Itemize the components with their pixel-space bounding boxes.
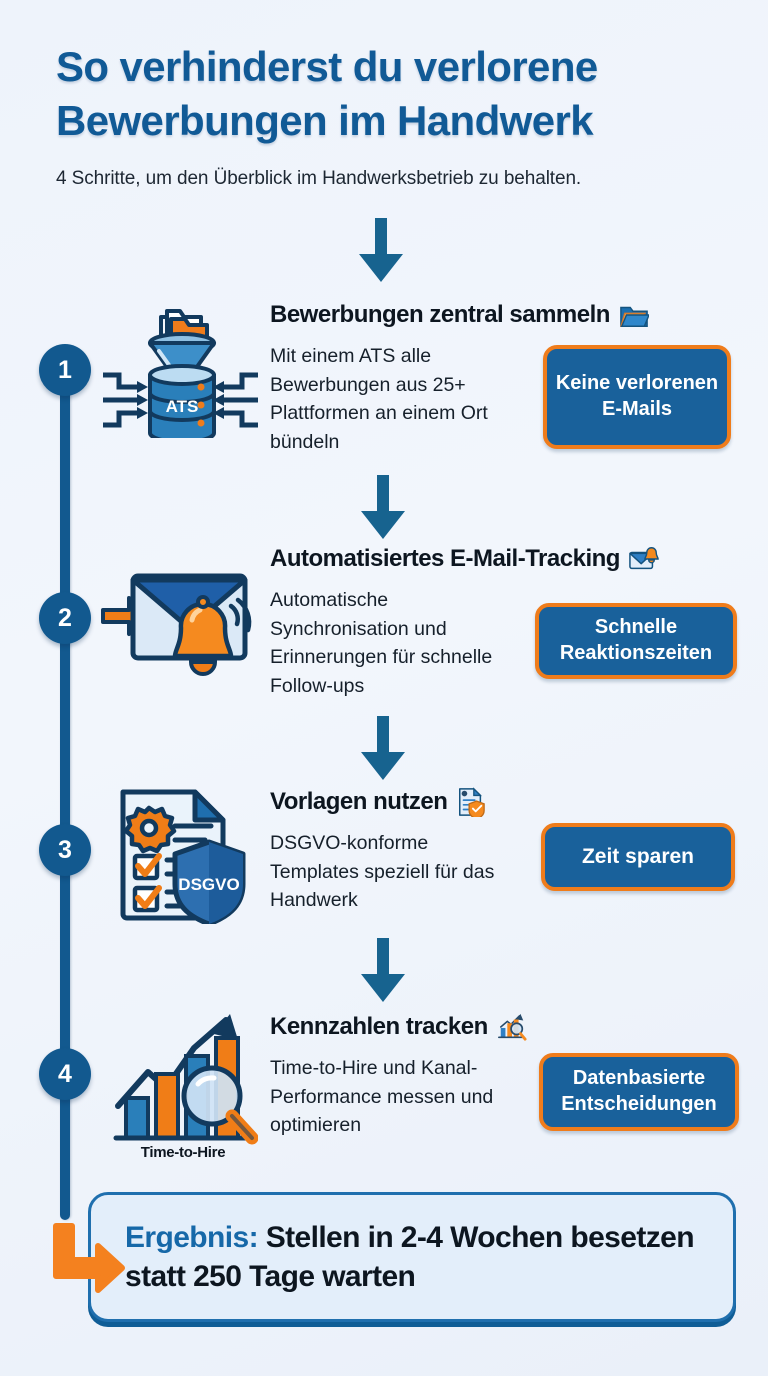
flow-arrow-1-2 (355, 475, 411, 541)
envelope-with-bell-icon (95, 566, 270, 681)
chart-magnifier-icon (497, 1012, 527, 1042)
open-folder-icon (619, 300, 649, 330)
step-1-body: Bewerbungen zentral sammeln Mit einem AT… (270, 300, 768, 457)
step-number-2: 2 (39, 592, 91, 644)
flow-arrow-2-3 (355, 716, 411, 782)
timeline-rail (60, 382, 70, 1220)
step-4-badge: Datenbasierte Entscheidungen (539, 1053, 739, 1131)
step-2-heading: Automatisiertes E-Mail-Tracking (270, 545, 620, 572)
checklist-dsgvo-shield-icon: DSGVO (113, 784, 253, 924)
step-4-illustration-label: Time-to-Hire (140, 1144, 226, 1161)
step-1-heading: Bewerbungen zentral sammeln (270, 301, 610, 328)
step-2-heading-row: Automatisiertes E-Mail-Tracking (270, 544, 768, 574)
step-1-badge: Keine verlorenen E-Mails (543, 345, 731, 449)
step-number-4: 4 (39, 1048, 91, 1100)
result-arrow-icon (48, 1222, 126, 1304)
bar-chart-trend-magnifier-icon: Time-to-Hire (108, 1010, 258, 1161)
step-2-body: Automatisiertes E-Mail-Tracking Automati… (270, 544, 768, 701)
funnel-to-database-icon: ATS (103, 283, 258, 438)
step-3-heading: Vorlagen nutzen (270, 788, 448, 815)
flow-arrow-3-4 (355, 938, 411, 1004)
step-3-description: DSGVO-konforme Templates speziell für da… (270, 832, 495, 912)
flow-arrow-top (353, 218, 409, 284)
result-body: Stellen in 2-4 Wochen besetzen statt 250… (125, 1221, 695, 1293)
header: So verhinderst du verlorene Bewerbungen … (56, 40, 736, 190)
step-number-1: 1 (39, 344, 91, 396)
step-3-badge: Zeit sparen (541, 823, 735, 891)
result-box: Ergebnis: Stellen in 2-4 Wochen besetzen… (88, 1192, 736, 1322)
step-1-description: Mit einem ATS alle Bewerbungen aus 25+ P… (270, 345, 488, 453)
step-number-3: 3 (39, 824, 91, 876)
document-shield-icon (456, 787, 486, 817)
svg-text:ATS: ATS (166, 397, 199, 416)
step-3-heading-row: Vorlagen nutzen (270, 787, 768, 817)
step-4-heading: Kennzahlen tracken (270, 1013, 488, 1040)
step-3-body: Vorlagen nutzen DSGVO-konforme Templates… (270, 787, 768, 915)
step-2-badge: Schnelle Reaktionszeiten (535, 603, 737, 679)
step-1-heading-row: Bewerbungen zentral sammeln (270, 300, 768, 330)
envelope-bell-icon (629, 544, 659, 574)
step-4-body: Kennzahlen tracken Time-to-Hire und Kana… (270, 1012, 768, 1140)
svg-text:DSGVO: DSGVO (178, 875, 239, 894)
result-lead: Ergebnis: (125, 1221, 259, 1254)
step-4-description: Time-to-Hire und Kanal-Performance messe… (270, 1057, 494, 1137)
step-4-heading-row: Kennzahlen tracken (270, 1012, 768, 1042)
result-text: Ergebnis: Stellen in 2-4 Wochen besetzen… (125, 1218, 699, 1296)
step-2-description: Automatische Synchronisation und Erinner… (270, 589, 493, 697)
page-subtitle: 4 Schritte, um den Überblick im Handwerk… (56, 167, 582, 189)
page-title: So verhinderst du verlorene Bewerbungen … (56, 43, 598, 144)
